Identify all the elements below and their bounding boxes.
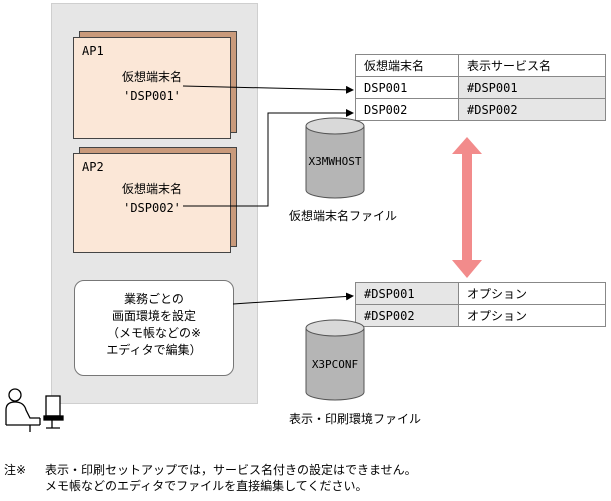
x3mwhost-cylinder — [305, 117, 365, 199]
ap2-text-1: 仮想端末名 — [121, 182, 182, 196]
table-cell: DSP001 — [355, 76, 459, 99]
ap2-box: AP2 仮想端末名 'DSP002' — [73, 153, 231, 253]
table-cell: #DSP002 — [355, 304, 459, 327]
correspondence-double-arrow — [452, 137, 482, 278]
x3mwhost-caption: 仮想端末名ファイル — [289, 209, 398, 223]
footnote-line-2: メモ帳などのエディタでファイルを直接編集してください。 — [45, 479, 368, 493]
footnote-line-1: 表示・印刷セットアップでは，サービス名付きの設定はできません。 — [45, 463, 417, 477]
user-at-computer-icon — [5, 388, 64, 432]
display-env-table: #DSP001 オプション #DSP002 オプション — [355, 282, 606, 327]
table-cell: DSP002 — [355, 98, 459, 121]
table-cell: オプション — [458, 304, 606, 327]
x3pconf-caption: 表示・印刷環境ファイル — [289, 412, 422, 426]
note-connector-arrow — [232, 292, 354, 305]
table-row: #DSP002 オプション — [355, 304, 606, 327]
ap1-label: AP1 — [82, 44, 104, 58]
screen-env-note: 業務ごとの 画面環境を設定 （メモ帳などの※ エディタで編集） — [74, 280, 234, 376]
x3mwhost-label: X3MWHOST — [308, 155, 362, 168]
ap1-connector-arrow — [182, 85, 354, 94]
terminal-name-table: 仮想端末名 表示サービス名 DSP001 #DSP001 DSP002 #DSP… — [355, 54, 606, 121]
ap2-label: AP2 — [82, 160, 104, 174]
table-row: DSP002 #DSP002 — [355, 98, 606, 121]
table-header-row: 仮想端末名 表示サービス名 — [355, 54, 606, 77]
x3pconf-label: X3PCONF — [311, 358, 359, 371]
table-cell: #DSP001 — [458, 76, 606, 99]
screen-env-note-text: 業務ごとの 画面環境を設定 （メモ帳などの※ エディタで編集） — [106, 292, 202, 357]
ap1-text-1: 仮想端末名 — [121, 70, 182, 84]
ap1-text-2: 'DSP001' — [123, 89, 181, 103]
table-row: DSP001 #DSP001 — [355, 76, 606, 99]
table-cell: #DSP001 — [355, 282, 459, 305]
ap2-text-2: 'DSP002' — [123, 201, 181, 215]
ap1-box: AP1 仮想端末名 'DSP001' — [73, 37, 231, 139]
table-header-cell: 仮想端末名 — [355, 54, 459, 77]
x3pconf-cylinder — [305, 319, 365, 401]
footnote-mark: 注※ — [4, 463, 27, 477]
table-row: #DSP001 オプション — [355, 282, 606, 305]
table-cell: #DSP002 — [458, 98, 606, 121]
ap2-connector-arrow — [183, 109, 354, 207]
